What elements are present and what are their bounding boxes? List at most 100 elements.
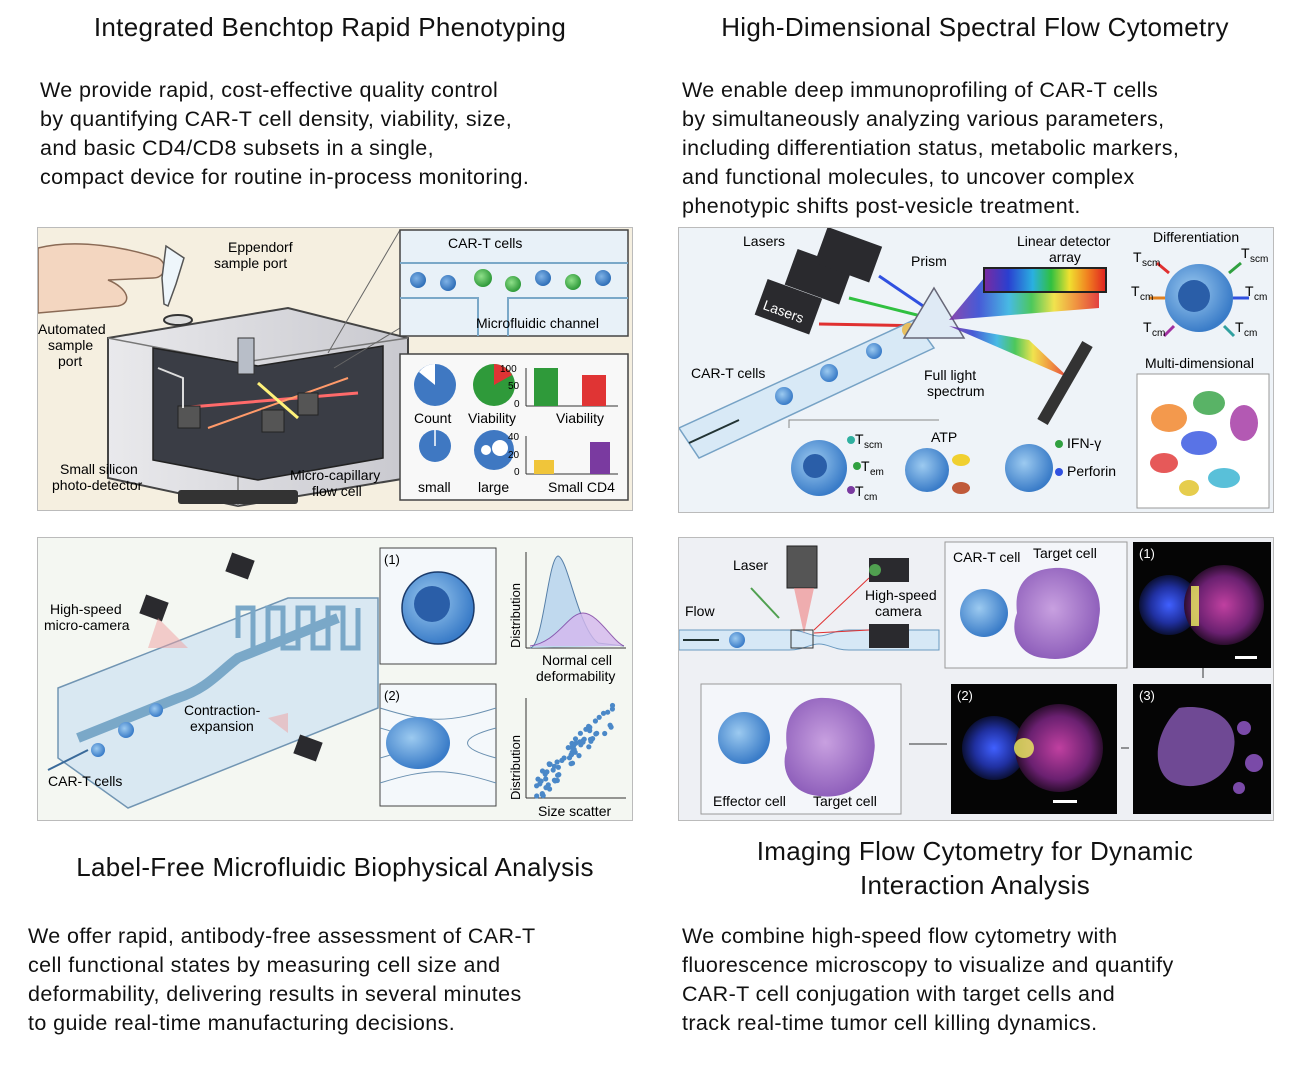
- label-flow: Flow: [685, 603, 715, 619]
- scatter-point: [538, 778, 544, 784]
- text-line: track real-time tumor cell killing dynam…: [682, 1011, 1098, 1035]
- label-large: large: [478, 479, 509, 495]
- tick: 0: [514, 467, 520, 478]
- label-atp: ATP: [931, 429, 957, 445]
- scatter-point: [607, 722, 613, 728]
- sample-port-ring: [163, 314, 193, 326]
- scatter-point: [534, 783, 540, 789]
- scatter-point: [555, 772, 561, 778]
- scatter-point: [559, 757, 565, 763]
- scatter-point: [539, 768, 546, 774]
- serpentine-channel: [235, 605, 361, 651]
- bar-viability-red: [582, 375, 606, 406]
- text-line: by quantifying CAR-T cell density, viabi…: [40, 107, 513, 131]
- label-silicon-2: photo-detector: [52, 477, 143, 493]
- tick: 0: [514, 399, 520, 410]
- label-tscm: T: [1133, 249, 1142, 265]
- label-eppendorf-2: sample port: [214, 255, 287, 271]
- label-viability-bar: Viability: [556, 410, 604, 426]
- label-effector: Effector cell: [713, 793, 786, 809]
- flow-tube: [679, 319, 936, 459]
- label-fluor-2: (2): [957, 688, 973, 703]
- label-tscm-right: T: [1241, 245, 1250, 261]
- text-line: We provide rapid, cost-effective quality…: [40, 78, 499, 102]
- prism: [902, 286, 966, 339]
- label-tcm-sub: cm: [1140, 292, 1153, 303]
- label-capillary-2: flow cell: [312, 483, 362, 499]
- text-line: including differentiation status, metabo…: [682, 136, 1180, 160]
- label-laser: Laser: [733, 557, 768, 573]
- label-full-light: Full light: [924, 367, 976, 383]
- camera-2: [139, 594, 169, 622]
- label-contraction: Contraction-: [184, 702, 261, 718]
- functional-cell: [1005, 444, 1053, 492]
- scatter-point: [569, 740, 575, 746]
- label-tcm-right-sub: cm: [1254, 292, 1267, 303]
- scatter-point: [555, 764, 562, 770]
- eppendorf-tube: [161, 244, 185, 308]
- scatter-point: [583, 726, 589, 732]
- label-lasers: Lasers: [743, 233, 785, 249]
- label-tscm-right-sub: scm: [1250, 254, 1268, 265]
- section-text-imaging: We combine high-speed flow cytometry wit…: [682, 922, 1174, 1038]
- label-camera: High-speed: [865, 587, 937, 603]
- laser-box-1: [754, 278, 823, 335]
- text-line: We enable deep immunoprofiling of CAR-T …: [682, 78, 1159, 102]
- panel-microfluidic-chip: High-speed micro-camera Contraction- exp…: [37, 537, 633, 821]
- label-cart-cells: CAR-T cells: [48, 773, 122, 789]
- label-small-cd4: Small CD4: [548, 479, 615, 495]
- umap-clusters: [1150, 391, 1258, 496]
- section-title-imaging-line2: Interaction Analysis: [859, 870, 1090, 900]
- panel-spectral-flow: Lasers Lasers CAR-T cells Prism Full lig…: [678, 227, 1274, 513]
- scatter-point: [551, 763, 558, 769]
- label-tcm-2-sub: cm: [864, 492, 877, 503]
- scatter-point: [596, 714, 602, 720]
- section-title-spectral: High-Dimensional Spectral Flow Cytometry: [721, 12, 1229, 42]
- label-tcm-2: T: [855, 483, 864, 499]
- label-cart-cells: CAR-T cells: [448, 235, 522, 251]
- scatter-point: [576, 753, 582, 759]
- scatter-point: [544, 769, 550, 775]
- text-line: to guide real-time manufacturing decisio…: [28, 1011, 456, 1035]
- label-detector: Linear detector: [1017, 233, 1111, 249]
- label-target-cell: Target cell: [1033, 545, 1097, 561]
- label-cart-cells: CAR-T cells: [691, 365, 765, 381]
- label-automated: Automated: [38, 321, 106, 337]
- scatter-point: [592, 718, 599, 724]
- panel-imaging-flow: Flow Laser High-speed camera CAR-T cell …: [678, 537, 1274, 821]
- scatter-point: [593, 731, 599, 737]
- label-cart-cell: CAR-T cell: [953, 549, 1020, 565]
- scatter-point: [572, 736, 579, 742]
- label-capillary: Micro-capillary: [290, 467, 380, 483]
- label-ifn: IFN-γ: [1067, 435, 1101, 451]
- label-fluor-1: (1): [1139, 546, 1155, 561]
- camera-3: [293, 734, 323, 762]
- label-count: Count: [414, 410, 451, 426]
- bar-cd4: [590, 442, 610, 474]
- label-inset-2: (2): [384, 688, 400, 703]
- tick: 50: [508, 381, 520, 392]
- text-line: compact device for routine in-process mo…: [40, 165, 530, 189]
- section-title-benchtop: Integrated Benchtop Rapid Phenotyping: [93, 12, 567, 42]
- camera-side: [869, 624, 909, 648]
- panel-benchtop-device: Eppendorf sample port Automated sample p…: [37, 227, 633, 511]
- label-tcm-bottom: T: [1143, 319, 1152, 335]
- label-tcm: T: [1131, 283, 1140, 299]
- label-differentiation: Differentiation: [1153, 229, 1239, 245]
- text-line: We offer rapid, antibody-free assessment…: [28, 924, 536, 948]
- section-text-benchtop: We provide rapid, cost-effective quality…: [40, 76, 529, 192]
- bar-viability-green: [534, 368, 558, 406]
- laser-unit: [786, 545, 818, 589]
- label-distribution-2: Distribution: [508, 735, 523, 800]
- label-camera: High-speed: [50, 601, 122, 617]
- label-tem: T: [861, 458, 870, 474]
- label-tcm-bottom-sub: cm: [1152, 328, 1165, 339]
- scatter-point: [551, 777, 558, 783]
- section-title-imaging-line1: Imaging Flow Cytometry for Dynamic: [756, 836, 1194, 866]
- scatter-point: [590, 736, 596, 742]
- label-perforin: Perforin: [1067, 463, 1116, 479]
- scatter-point: [540, 793, 546, 799]
- text-line: phenotypic shifts post-vesicle treatment…: [682, 194, 1081, 218]
- label-small: small: [418, 479, 451, 495]
- scatter-point: [600, 710, 607, 716]
